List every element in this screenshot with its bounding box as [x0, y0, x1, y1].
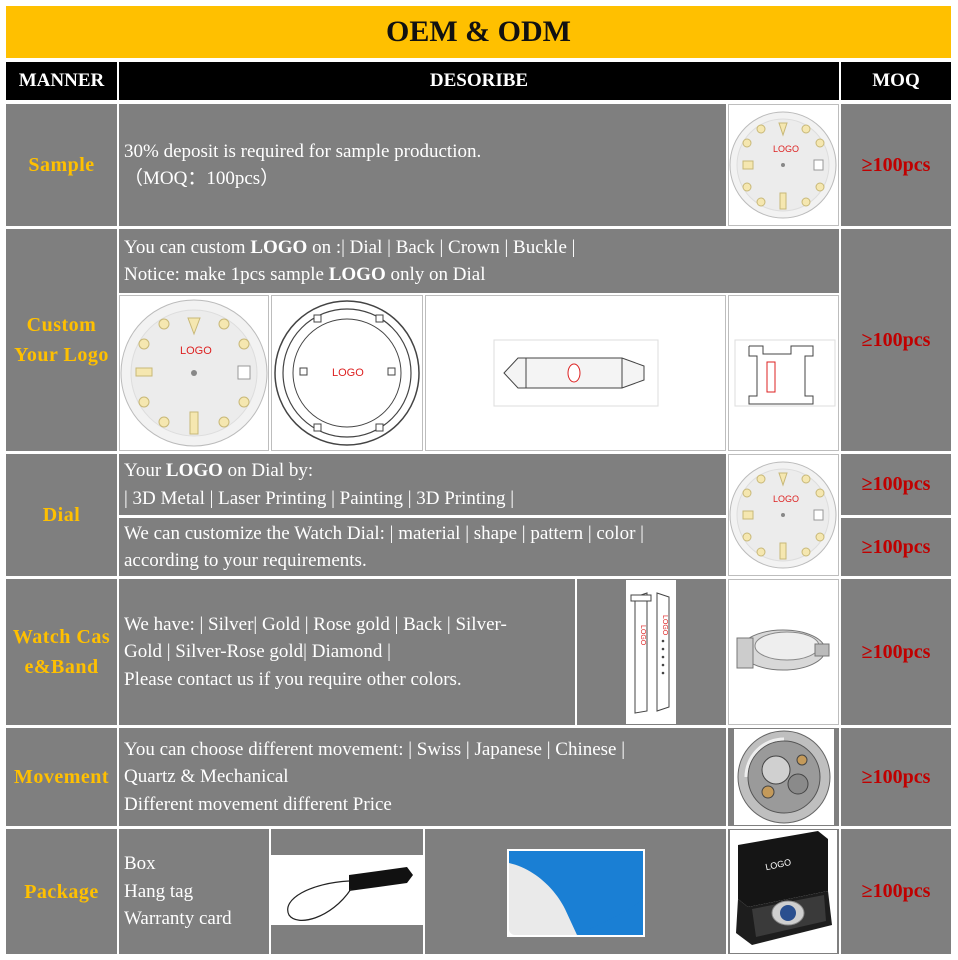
- row-label-dial: Dial: [6, 454, 117, 576]
- dial-logo-image: LOGO: [119, 295, 269, 451]
- crown-icon: [493, 339, 659, 407]
- svg-text:LOGO: LOGO: [661, 615, 668, 636]
- header-moq: MOQ: [841, 62, 951, 100]
- warranty-card-image-cell: [425, 829, 726, 954]
- case-band-line-3: Please contact us if you require other c…: [124, 668, 462, 690]
- moq-dial-2: ≥100pcs: [841, 518, 951, 576]
- case-image: [728, 579, 839, 725]
- dial-description-2: We can customize the Watch Dial: | mater…: [119, 518, 726, 576]
- watch-movement-icon: [734, 729, 834, 825]
- band-image-cell: LOGO LOGO: [577, 579, 726, 725]
- moq-sample: ≥100pcs: [841, 104, 951, 226]
- movement-line-2: Quartz & Mechanical: [124, 766, 289, 788]
- movement-image-cell: [728, 728, 839, 826]
- dial-line-2: | 3D Metal | Laser Printing | Painting |…: [124, 487, 515, 509]
- movement-description: You can choose different movement: | Swi…: [119, 728, 726, 826]
- watch-case-icon: [731, 614, 836, 690]
- box-image-cell: LOGO: [728, 829, 839, 954]
- caseback-icon: LOGO: [274, 300, 420, 446]
- dial-description-1: Your LOGO on Dial by: | 3D Metal | Laser…: [119, 454, 726, 515]
- svg-text:LOGO: LOGO: [639, 625, 646, 646]
- dial-line-4: according to your requirements.: [124, 550, 367, 571]
- svg-text:LOGO: LOGO: [180, 345, 212, 357]
- custom-logo-description: You can custom LOGO on :| Dial | Back | …: [119, 229, 839, 293]
- custom-logo-line-2: Notice: make 1pcs sample LOGO only on Di…: [124, 264, 486, 285]
- sample-line-2: （MOQ：100pcs）: [124, 168, 280, 189]
- moq-case-band: ≥100pcs: [841, 579, 951, 725]
- custom-logo-line-1: You can custom LOGO on :| Dial | Back | …: [124, 236, 576, 258]
- row-label-package: Package: [6, 829, 117, 954]
- moq-dial-1: ≥100pcs: [841, 454, 951, 515]
- dial-logo-text: LOGO: [773, 144, 799, 154]
- movement-line-1: You can choose different movement: | Swi…: [124, 738, 626, 760]
- svg-text:LOGO: LOGO: [332, 367, 364, 379]
- header-describe: DESORIBE: [119, 62, 839, 100]
- package-line-2: Hang tag: [124, 880, 194, 902]
- dial-image: LOGO: [728, 454, 839, 576]
- hang-tag-icon: [271, 855, 423, 925]
- watch-dial-icon: LOGO: [729, 111, 837, 219]
- case-band-description: We have: | Silver| Gold | Rose gold | Ba…: [119, 579, 575, 725]
- row-label-sample: Sample: [6, 104, 117, 226]
- buckle-icon: [734, 339, 836, 407]
- header-manner: MANNER: [6, 62, 117, 100]
- dial-line-1: Your LOGO on Dial by:: [124, 460, 314, 481]
- watch-box-icon: LOGO: [730, 830, 837, 953]
- moq-package: ≥100pcs: [841, 829, 951, 954]
- caseback-logo-image: LOGO: [271, 295, 423, 451]
- watch-dial-icon: LOGO: [729, 461, 837, 569]
- row-label-movement: Movement: [6, 728, 117, 826]
- crown-logo-image: [425, 295, 726, 451]
- moq-custom-logo: ≥100pcs: [841, 229, 951, 451]
- dial-line-3: We can customize the Watch Dial: | mater…: [124, 522, 644, 544]
- sample-line-1: 30% deposit is required for sample produ…: [124, 140, 482, 162]
- watch-dial-icon: LOGO: [120, 299, 268, 447]
- buckle-logo-image: [728, 295, 839, 451]
- row-label-custom-logo: Custom Your Logo: [6, 229, 117, 451]
- row-label-case-band: Watch Case&Band: [6, 579, 117, 725]
- svg-text:LOGO: LOGO: [773, 494, 799, 504]
- sample-description: 30% deposit is required for sample produ…: [119, 104, 726, 226]
- case-band-line-1: We have: | Silver| Gold | Rose gold | Ba…: [124, 613, 507, 635]
- watch-band-icon: LOGO LOGO: [626, 580, 676, 724]
- warranty-card-icon: [507, 849, 645, 937]
- hang-tag-image-cell: [271, 829, 423, 954]
- package-line-3: Warranty card: [124, 908, 232, 930]
- moq-movement: ≥100pcs: [841, 728, 951, 826]
- case-band-line-2: Gold | Silver-Rose gold| Diamond |: [124, 641, 391, 663]
- movement-line-3: Different movement different Price: [124, 793, 392, 815]
- page-title: OEM & ODM: [6, 6, 951, 58]
- sample-dial-image: LOGO: [728, 104, 839, 226]
- package-line-1: Box: [124, 853, 156, 875]
- package-description: Box Hang tag Warranty card: [119, 829, 269, 954]
